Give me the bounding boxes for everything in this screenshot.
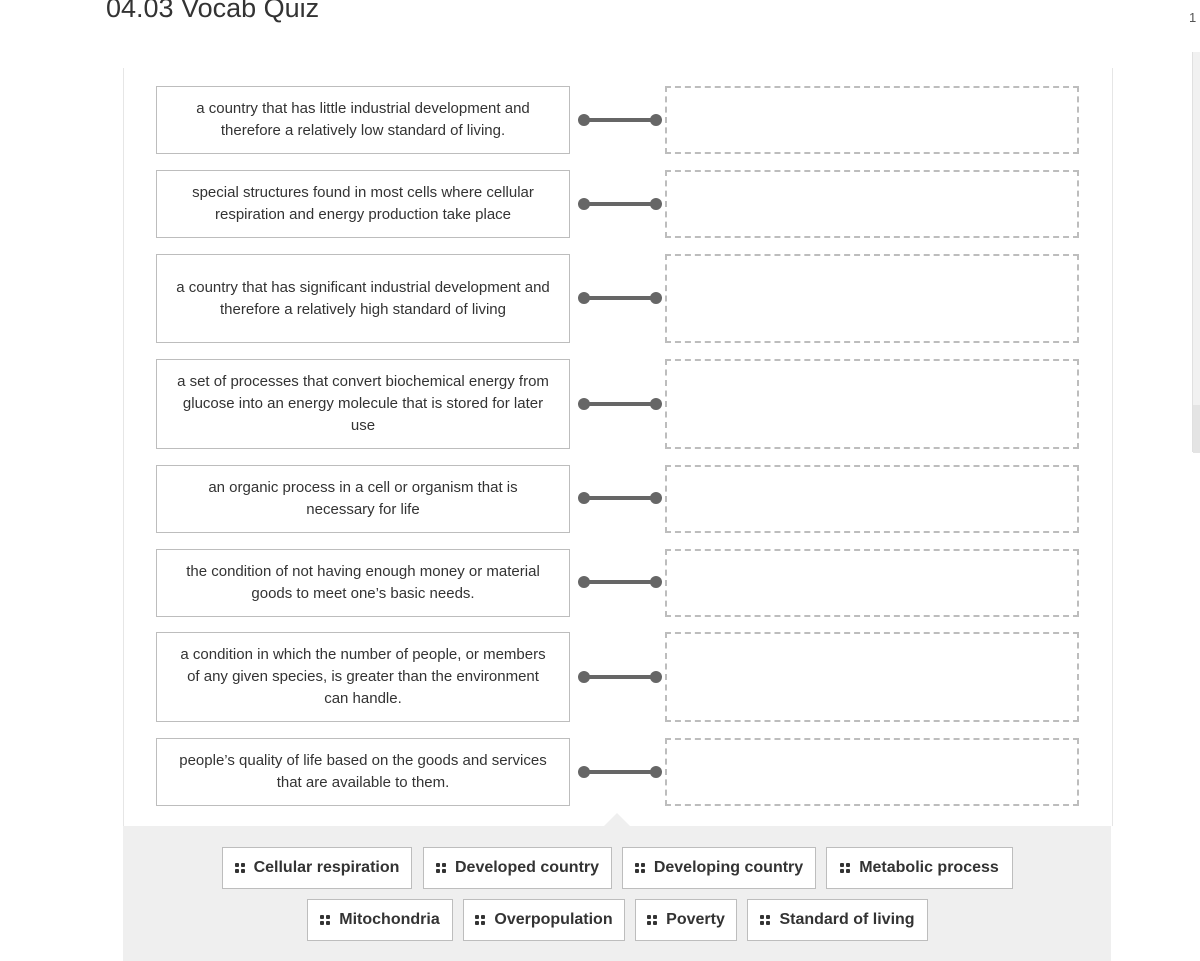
scrollbar[interactable] [1192,52,1200,453]
drag-handle-icon[interactable] [647,915,658,925]
definition-box: special structures found in most cells w… [156,170,570,238]
word-bank: Cellular respiration Developed country D… [123,826,1111,961]
definition-box: a set of processes that convert biochemi… [156,359,570,449]
answer-chip[interactable]: Mitochondria [307,899,453,941]
page-number: 1 [1189,10,1197,25]
drag-handle-icon[interactable] [435,863,446,873]
drag-handle-icon[interactable] [760,915,771,925]
connector [578,292,662,304]
matching-panel: a country that has little industrial dev… [123,68,1113,826]
answer-drop-zone[interactable] [665,738,1079,806]
definition-box: the condition of not having enough money… [156,549,570,617]
definition-box: a condition in which the number of peopl… [156,632,570,722]
drag-handle-icon[interactable] [634,863,645,873]
drag-handle-icon[interactable] [840,863,851,873]
answer-chip[interactable]: Cellular respiration [222,847,412,889]
answer-drop-zone[interactable] [665,254,1079,343]
drag-handle-icon[interactable] [475,915,486,925]
answer-drop-zone[interactable] [665,359,1079,449]
answer-chip[interactable]: Standard of living [747,899,928,941]
answer-chip[interactable]: Poverty [635,899,737,941]
definition-box: people’s quality of life based on the go… [156,738,570,806]
drag-handle-icon[interactable] [234,863,245,873]
definition-box: a country that has significant industria… [156,254,570,343]
drag-handle-icon[interactable] [320,915,331,925]
answer-chip[interactable]: Overpopulation [463,899,625,941]
answer-drop-zone[interactable] [665,86,1079,154]
answer-chip[interactable]: Developing country [622,847,816,889]
connector [578,671,662,683]
connector [578,576,662,588]
scrollbar-thumb[interactable] [1193,405,1200,453]
answer-drop-zone[interactable] [665,549,1079,617]
connector [578,492,662,504]
answer-drop-zone[interactable] [665,465,1079,533]
connector [578,114,662,126]
definition-box: an organic process in a cell or organism… [156,465,570,533]
answer-drop-zone[interactable] [665,632,1079,722]
answer-chip[interactable]: Metabolic process [826,847,1013,889]
answer-chip[interactable]: Developed country [423,847,612,889]
page-title: 04.03 Vocab Quiz [106,0,320,23]
connector [578,398,662,410]
connector [578,766,662,778]
bank-pointer [604,813,630,826]
connector [578,198,662,210]
answer-drop-zone[interactable] [665,170,1079,238]
definition-box: a country that has little industrial dev… [156,86,570,154]
